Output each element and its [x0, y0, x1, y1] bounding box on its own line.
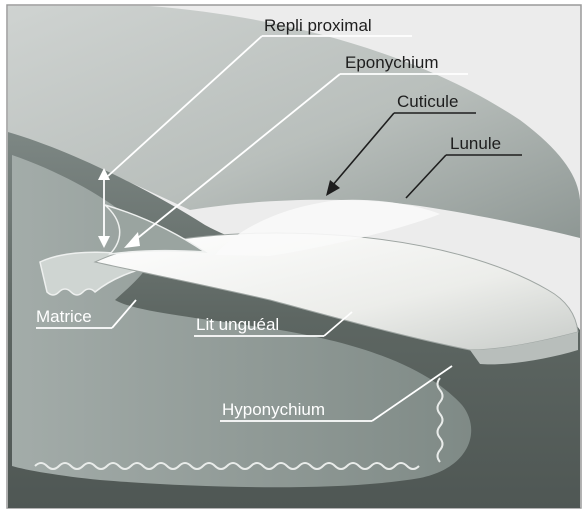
label-matrix-text: Matrice [36, 307, 92, 326]
label-cuticle-text: Cuticule [397, 92, 458, 111]
label-hyponychium-text: Hyponychium [222, 400, 325, 419]
label-lunula-text: Lunule [450, 134, 501, 153]
label-nail-bed-text: Lit unguéal [196, 315, 279, 334]
label-proximal-fold-text: Repli proximal [264, 16, 372, 35]
label-eponychium-text: Eponychium [345, 53, 439, 72]
